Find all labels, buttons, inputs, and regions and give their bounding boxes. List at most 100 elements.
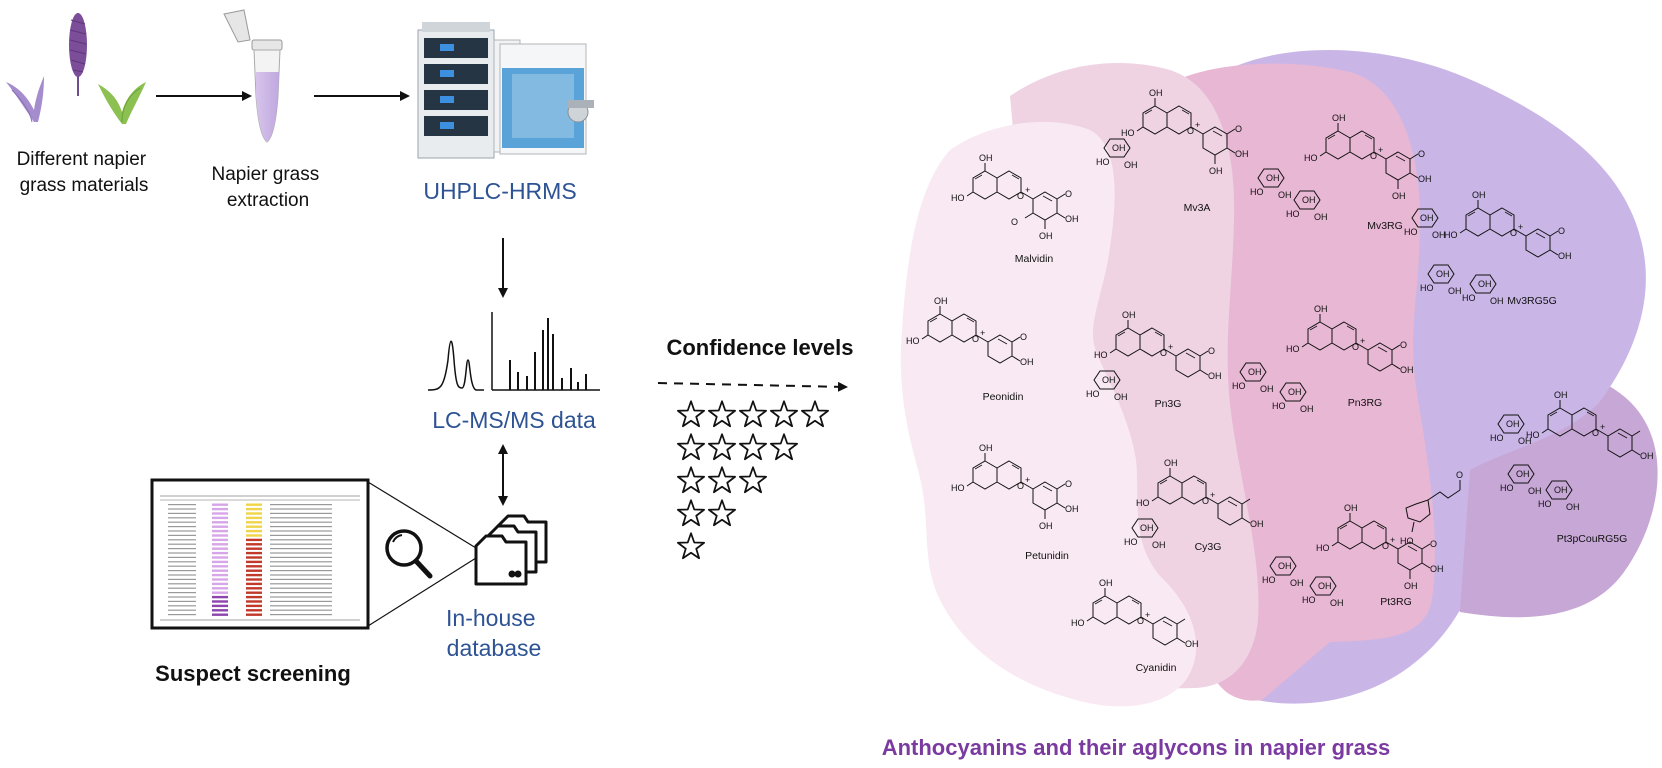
table-level-dots: [212, 543, 228, 546]
confidence-star: [770, 400, 798, 428]
structure-mv3a: O OH: [1120, 87, 1249, 176]
structure-mv3rg5g: O: [1443, 189, 1572, 262]
table-level-dots: [212, 560, 228, 564]
table-row: [168, 565, 196, 567]
table-level-dots: [246, 573, 262, 577]
table-row: [168, 609, 196, 611]
table-level-dots: [246, 604, 262, 608]
table-row: [168, 552, 196, 554]
table-row: [270, 578, 332, 580]
svg-text:O: O: [1418, 149, 1425, 159]
compound-label: Petunidin: [1025, 550, 1069, 562]
table-level-dots: [246, 582, 262, 586]
table-row: [168, 534, 196, 536]
table-level-dots: [212, 582, 228, 586]
table-level-dots: [212, 609, 228, 612]
svg-text:OH: OH: [1039, 231, 1053, 241]
table-level-dots: [246, 503, 262, 506]
table-row: [168, 596, 196, 598]
table-row: [270, 521, 332, 523]
svg-text:O: O: [1235, 124, 1242, 134]
table-row: [270, 614, 332, 616]
confidence-dashed-arrow: [657, 381, 848, 392]
compound-label: Mv3RG5G: [1507, 295, 1557, 307]
table-row: [270, 512, 332, 514]
structure-pn3g: O: [1093, 309, 1222, 382]
table-level-dots: [246, 538, 262, 542]
compound-label: Cy3G: [1195, 541, 1222, 553]
structure-malvidin: OH O O: [950, 152, 1079, 241]
svg-text:OH: OH: [1404, 581, 1418, 591]
table-level-dots: [246, 543, 262, 546]
compound-label: Peonidin: [983, 391, 1024, 403]
svg-text:OH: OH: [1039, 521, 1053, 531]
folder-database-icon: [474, 514, 548, 586]
anthocyanin-panel: [900, 50, 1658, 707]
compound-label: Pn3RG: [1348, 397, 1382, 409]
confidence-star: [677, 466, 705, 494]
coumaroyl-group: HO O: [1400, 470, 1463, 546]
compound-label: Mv3A: [1184, 202, 1211, 214]
table-level-dots: [212, 565, 228, 568]
table-row: [168, 561, 196, 563]
confidence-star: [739, 433, 767, 461]
compound-label: Malvidin: [1015, 253, 1054, 265]
table-row: [270, 548, 332, 550]
table-level-dots: [212, 591, 228, 594]
table-level-dots: [246, 529, 262, 533]
table-level-dots: [212, 512, 228, 515]
confidence-stars: [677, 400, 829, 560]
confidence-star: [739, 400, 767, 428]
table-level-dots: [246, 613, 262, 616]
region-lightest: [900, 121, 1197, 707]
table-row: [168, 570, 196, 572]
confidence-star: [708, 466, 736, 494]
table-level-dots: [246, 525, 262, 528]
confidence-star: [708, 433, 736, 461]
svg-text:O: O: [1400, 340, 1407, 350]
table-row: [270, 539, 332, 541]
svg-text:HO: HO: [1400, 536, 1414, 546]
table-row: [168, 574, 196, 576]
table-level-dots: [212, 569, 228, 572]
table-level-dots: [246, 556, 262, 559]
table-row: [168, 605, 196, 607]
table-row: [168, 548, 196, 550]
confidence-star: [677, 433, 705, 461]
svg-text:O: O: [1020, 332, 1027, 342]
table-level-dots: [246, 521, 262, 524]
table-level-dots: [212, 547, 228, 550]
table-row: [270, 587, 332, 589]
instrument-label: UHPLC-HRMS: [423, 178, 576, 204]
table-row: [168, 504, 196, 506]
database-label: In-house database: [446, 605, 542, 661]
table-level-dots: [212, 587, 228, 590]
table-row: [270, 565, 332, 567]
table-row: [270, 596, 332, 598]
structure-pn3rg: O: [1285, 303, 1414, 376]
table-row: [168, 521, 196, 523]
table-row: [168, 530, 196, 532]
purple-grass-icon: [6, 76, 44, 123]
table-level-dots: [246, 591, 262, 594]
svg-text:O: O: [1430, 539, 1437, 549]
structure-petunidin: OOH: [950, 442, 1079, 531]
table-level-dots: [246, 609, 262, 612]
confidence-star: [677, 532, 705, 560]
extraction-tube-icon: [223, 9, 283, 143]
table-row: [270, 600, 332, 602]
screening-label: Suspect screening: [155, 661, 351, 686]
materials-label: Different napier grass materials: [17, 149, 152, 196]
table-level-dots: [212, 604, 228, 608]
table-level-dots: [246, 565, 262, 568]
svg-text:OH: OH: [1392, 191, 1406, 201]
table-row: [270, 552, 332, 554]
uhplc-hrms-instrument-icon: [417, 22, 594, 159]
table-level-dots: [246, 534, 262, 537]
table-level-dots: [246, 507, 262, 511]
table-row: [270, 574, 332, 576]
table-row: [270, 526, 332, 528]
svg-text:OH: OH: [1209, 166, 1223, 176]
table-row: [168, 512, 196, 514]
